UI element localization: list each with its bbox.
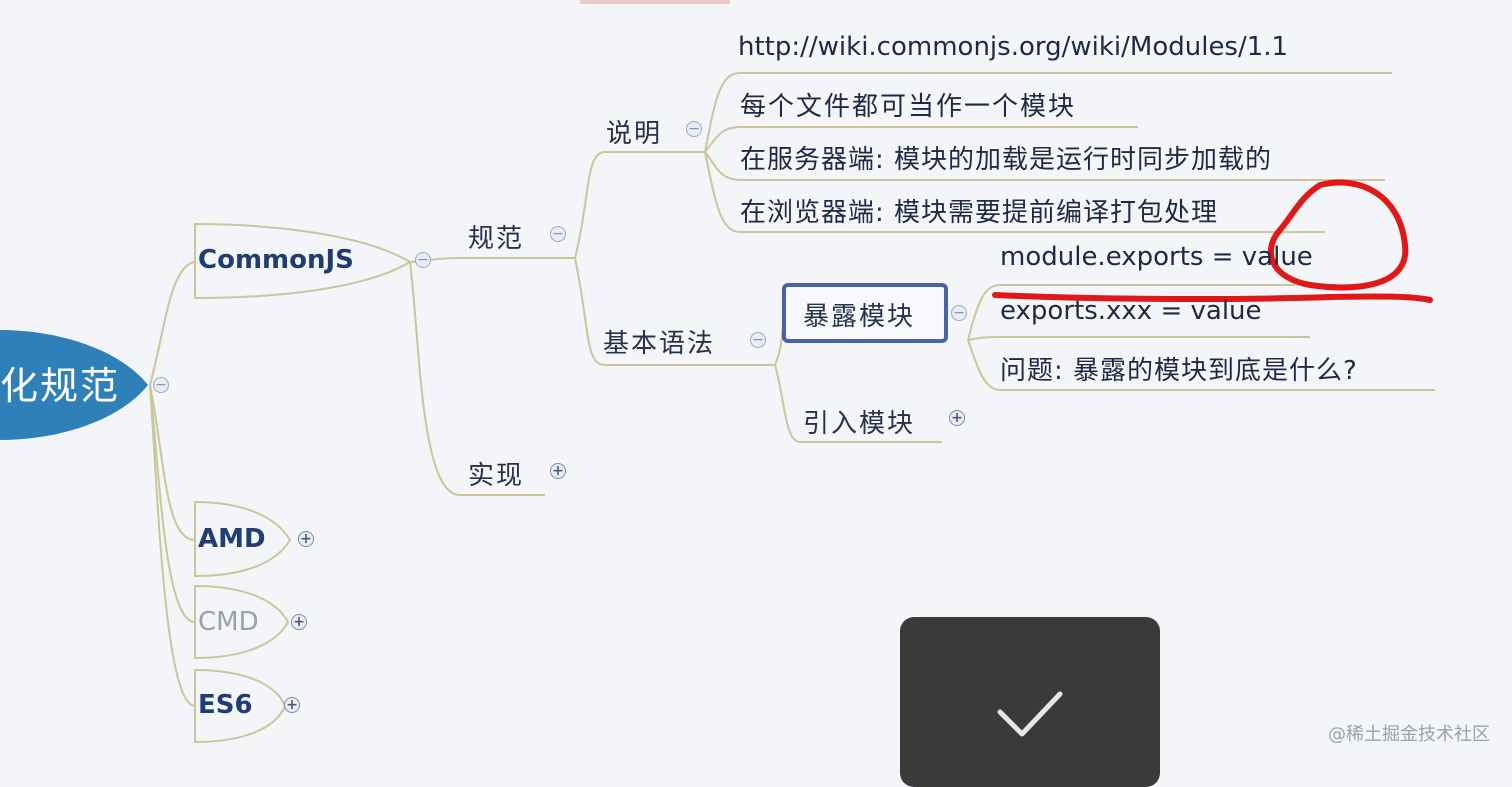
desc-item-server[interactable]: 在服务器端: 模块的加载是运行时同步加载的 bbox=[740, 145, 1273, 175]
node-spec[interactable]: 规范 bbox=[468, 224, 525, 254]
import-expand-toggle[interactable]: + bbox=[949, 410, 965, 426]
cmd-branch-shape bbox=[194, 584, 290, 660]
commonjs-collapse-toggle[interactable]: − bbox=[415, 252, 431, 268]
desc-item-file-module[interactable]: 每个文件都可当作一个模块 bbox=[740, 92, 1077, 122]
expose-module-highlight bbox=[782, 283, 948, 343]
root-node-shape bbox=[0, 330, 148, 440]
node-impl[interactable]: 实现 bbox=[468, 461, 525, 491]
expose-collapse-toggle[interactable]: − bbox=[951, 305, 967, 321]
branch-es6[interactable]: ES6 bbox=[198, 690, 253, 720]
node-import-module[interactable]: 引入模块 bbox=[803, 409, 916, 439]
top-edge-strip bbox=[580, 0, 730, 4]
success-toast bbox=[900, 617, 1160, 787]
root-node[interactable]: 化规范 bbox=[0, 364, 121, 408]
red-annotation bbox=[992, 179, 1433, 303]
branch-commonjs[interactable]: CommonJS bbox=[198, 245, 354, 275]
amd-branch-shape bbox=[194, 500, 292, 578]
watermark: @稀土掘金技术社区 bbox=[1328, 724, 1490, 745]
branch-cmd[interactable]: CMD bbox=[198, 607, 259, 637]
expose-item-question[interactable]: 问题: 暴露的模块到底是什么? bbox=[1000, 356, 1358, 386]
cmd-expand-toggle[interactable]: + bbox=[291, 614, 307, 630]
mindmap-connectors bbox=[0, 0, 1435, 744]
desc-item-browser[interactable]: 在浏览器端: 模块需要提前编译打包处理 bbox=[740, 198, 1219, 228]
node-expose-module[interactable]: 暴露模块 bbox=[803, 302, 916, 332]
impl-expand-toggle[interactable]: + bbox=[550, 463, 566, 479]
expose-item-module-exports[interactable]: module.exports = value bbox=[1000, 242, 1313, 272]
es6-expand-toggle[interactable]: + bbox=[284, 697, 300, 713]
syntax-collapse-toggle[interactable]: − bbox=[750, 332, 766, 348]
expose-item-exports-xxx[interactable]: exports.xxx = value bbox=[1000, 296, 1262, 326]
node-basic-syntax[interactable]: 基本语法 bbox=[603, 329, 716, 359]
description-collapse-toggle[interactable]: − bbox=[686, 121, 702, 137]
spec-collapse-toggle[interactable]: − bbox=[550, 226, 566, 242]
checkmark-icon bbox=[997, 691, 1063, 737]
branch-amd[interactable]: AMD bbox=[198, 524, 266, 554]
node-description[interactable]: 说明 bbox=[606, 119, 663, 149]
root-collapse-toggle[interactable]: − bbox=[153, 377, 169, 393]
desc-item-url[interactable]: http://wiki.commonjs.org/wiki/Modules/1.… bbox=[738, 32, 1289, 62]
amd-expand-toggle[interactable]: + bbox=[298, 531, 314, 547]
